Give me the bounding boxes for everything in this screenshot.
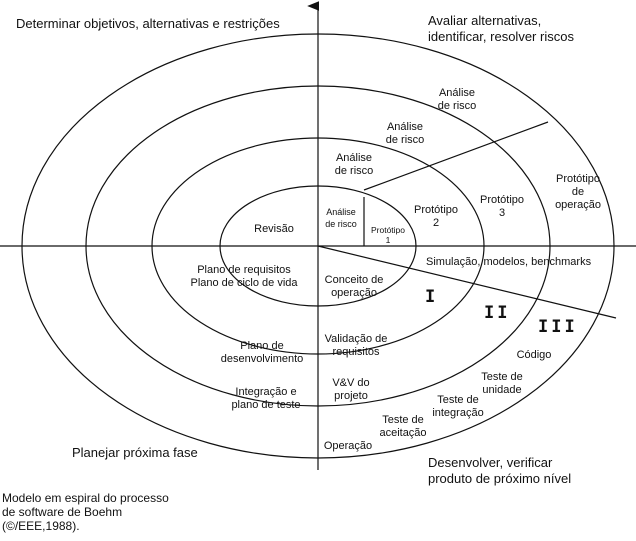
label-analise-risco-4-l2: de risco — [438, 100, 477, 112]
caption-line1: Modelo em espiral do processo — [2, 491, 169, 505]
label-prototipo-3: Protótipo — [480, 194, 524, 206]
quadrant-top-right-line2: identificar, resolver riscos — [428, 29, 574, 44]
label-vv-projeto-l2: projeto — [334, 390, 368, 402]
label-validacao-requisitos: Validação de — [325, 333, 388, 345]
label-prototipo-operacao-l2: de — [572, 186, 584, 198]
label-teste-aceitacao: Teste de — [382, 414, 424, 426]
roman-numeral-3: III — [538, 317, 578, 337]
label-prototipo-1-l2: 1 — [386, 235, 391, 245]
label-teste-aceitacao-l2: aceitação — [379, 427, 426, 439]
label-analise-risco-3: Análise — [387, 121, 423, 133]
divider-risk-outer — [363, 121, 549, 191]
label-plano-requisitos: Plano de requisitos — [197, 264, 291, 276]
label-teste-integracao: Teste de — [437, 394, 479, 406]
label-codigo: Código — [517, 349, 552, 361]
roman-numeral-1: I — [425, 287, 438, 307]
label-prototipo-2-l2: 2 — [433, 217, 439, 229]
label-prototipo-3-l2: 3 — [499, 207, 505, 219]
label-prototipo-operacao: Protótipo — [556, 173, 600, 185]
label-integracao-l2: plano de teste — [231, 399, 300, 411]
quadrant-bottom-right-line2: produto de próximo nível — [428, 471, 571, 486]
label-prototipo-1: Protótipo — [371, 225, 405, 235]
label-analise-risco-1-l2: de risco — [325, 219, 357, 229]
quadrant-bottom-left: Planejar próxima fase — [72, 445, 198, 460]
label-vv-projeto: V&V do — [332, 377, 369, 389]
label-teste-integracao-l2: integração — [432, 407, 483, 419]
caption-line3: (©/EEE,1988). — [2, 519, 80, 533]
label-analise-risco-3-l2: de risco — [386, 134, 425, 146]
label-prototipo-operacao-l3: operação — [555, 199, 601, 211]
label-analise-risco-2: Análise — [336, 152, 372, 164]
label-plano-desenvolvimento-l2: desenvolvimento — [221, 353, 304, 365]
label-plano-desenvolvimento: Plano de — [240, 340, 283, 352]
spiral-ring-3 — [85, 85, 551, 407]
label-teste-unidade: Teste de — [481, 371, 523, 383]
label-plano-ciclo-vida: Plano de ciclo de vida — [190, 277, 298, 289]
label-conceito-operacao: Conceito de — [325, 274, 384, 286]
label-integracao: Integração e — [235, 386, 296, 398]
quadrant-top-left: Determinar objetivos, alternativas e res… — [16, 16, 280, 31]
roman-numeral-2: II — [484, 303, 510, 323]
quadrant-bottom-right-line1: Desenvolver, verificar — [428, 455, 553, 470]
quadrant-top-right-line1: Avaliar alternativas, — [428, 13, 541, 28]
divider-phase-lower — [317, 245, 617, 319]
label-teste-unidade-l2: unidade — [482, 384, 521, 396]
label-analise-risco-1: Análise — [326, 207, 356, 217]
label-conceito-operacao-l2: operação — [331, 287, 377, 299]
label-simulacao: Simulação, modelos, benchmarks — [426, 256, 592, 268]
label-operacao: Operação — [324, 440, 372, 452]
label-validacao-requisitos-l2: requisitos — [332, 346, 380, 358]
spiral-ring-1 — [219, 185, 417, 307]
label-revisao: Revisão — [254, 223, 294, 235]
spiral-ring-2 — [151, 137, 485, 355]
caption-line2: de software de Boehm — [2, 505, 122, 519]
spiral-ring-4 — [21, 33, 615, 459]
label-prototipo-2: Protótipo — [414, 204, 458, 216]
label-analise-risco-2-l2: de risco — [335, 165, 374, 177]
label-analise-risco-4: Análise — [439, 87, 475, 99]
